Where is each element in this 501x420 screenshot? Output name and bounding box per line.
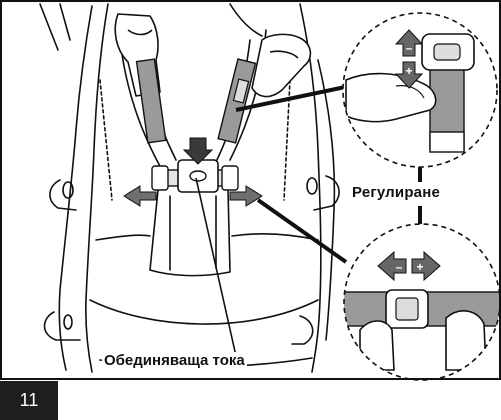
svg-text:+: + (405, 64, 412, 78)
svg-text:–: – (396, 260, 403, 274)
svg-text:–: – (406, 41, 413, 55)
adjust-label: Регулиране (352, 184, 440, 201)
sternum-strap (152, 160, 238, 192)
step-number-badge: 11 (0, 381, 58, 420)
horizontal-adjust-detail: – + (340, 224, 501, 380)
vertical-adjust-detail: – + (343, 13, 497, 167)
svg-text:+: + (416, 260, 423, 274)
adjuster-straps (137, 59, 256, 143)
right-hand (252, 34, 310, 96)
buckle-label: Обединяваща тока (102, 352, 247, 369)
